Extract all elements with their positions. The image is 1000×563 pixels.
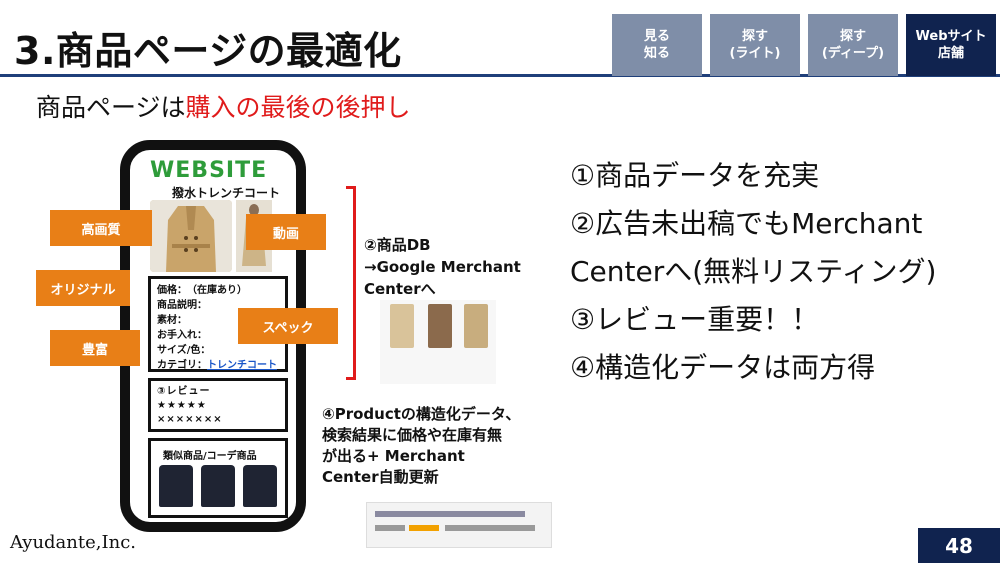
note-line: →Google Merchant [364,258,521,276]
key-point: Centerへ(無料リスティング) [570,255,937,288]
note-line: 検索結果に価格や在庫有無 [322,426,503,444]
review-title: ③レビュー [157,386,211,397]
key-point: ①商品データを充実 [570,159,820,192]
tag-high-quality: 高画質 [50,210,152,246]
note-line: Center自動更新 [322,468,439,486]
search-result-snippet [366,502,552,548]
subtitle-highlight: 購入の最後の後押し [185,93,411,122]
tab-line: 探す [839,29,866,44]
note-line: が出る+ Merchant [322,447,465,465]
slide-subtitle: 商品ページは購入の最後の後押し [36,88,411,124]
tag-rich: 豊富 [50,330,140,366]
page-number: 48 [918,528,1000,563]
company-logo: Ayudante,Inc. [10,532,136,553]
info-size-color: サイズ/色： [157,345,211,356]
key-point: ②広告未出稿でもMerchant [570,207,923,240]
product-name: 撥水トレンチコート [172,186,281,200]
tab-line: 店舗 [937,46,964,61]
slide-title: 3.商品ページの最適化 [14,29,402,73]
tag-video: 動画 [246,214,326,250]
tag-original: オリジナル [36,270,130,306]
note-line: ④Productの構造化データ、 [322,405,521,423]
tag-spec: スペック [238,308,338,344]
listing-thumb [428,304,452,348]
website-logo: WEBSITE [150,158,268,183]
key-point: ③レビュー重要！！ [570,303,820,336]
info-category: カテゴリ：トレンチコート [157,358,279,373]
listing-thumb [390,304,414,348]
tab-search-light[interactable]: 探す (ライト) [710,14,800,76]
info-description: 商品説明： [157,300,207,311]
tab-line: (ディープ) [821,46,885,61]
tab-search-deep[interactable]: 探す (ディープ) [808,14,898,76]
info-price: 価格： （在庫あり） [157,285,247,296]
tab-line: 探す [741,29,768,44]
subtitle-prefix: 商品ページは [36,93,186,122]
similar-title: 類似商品/コーデ商品 [163,451,257,462]
listing-thumb [464,304,488,348]
note-line: Centerへ [364,280,436,298]
key-point: ④構造化データは両方得 [570,351,876,384]
similar-item[interactable] [243,465,277,507]
note-line: ②商品DB [364,236,431,254]
review-box: ③レビュー ★★★★★ ××××××× [148,378,288,432]
tab-line: (ライト) [729,46,781,61]
tab-see-know[interactable]: 見る 知る [612,14,702,76]
title-divider [0,74,1000,77]
trench-coat-icon [150,200,232,272]
tab-line: 見る [643,29,670,44]
similar-products-box: 類似商品/コーデ商品 [148,438,288,518]
review-crosses: ××××××× [157,414,223,425]
tab-line: Webサイト [915,29,987,44]
key-points-list: ①商品データを充実 ②広告未出稿でもMerchant Centerへ(無料リステ… [570,152,936,392]
review-stars: ★★★★★ [157,400,207,411]
similar-item[interactable] [159,465,193,507]
info-material: 素材： [157,315,187,326]
tab-website-store[interactable]: Webサイト 店舗 [906,14,996,76]
structured-data-note: ④Productの構造化データ、 検索結果に価格や在庫有無 が出る+ Merch… [322,404,520,488]
category-label: カテゴリ： [157,360,207,371]
product-image-main [150,200,232,272]
snippet-placeholder-icon [375,511,535,531]
similar-item[interactable] [201,465,235,507]
tab-line: 知る [643,46,670,61]
red-bracket [346,186,356,380]
merchant-center-note: ②商品DB →Google Merchant Centerへ [364,234,521,300]
info-care: お手入れ： [157,330,207,341]
category-link[interactable]: トレンチコート [207,360,277,371]
